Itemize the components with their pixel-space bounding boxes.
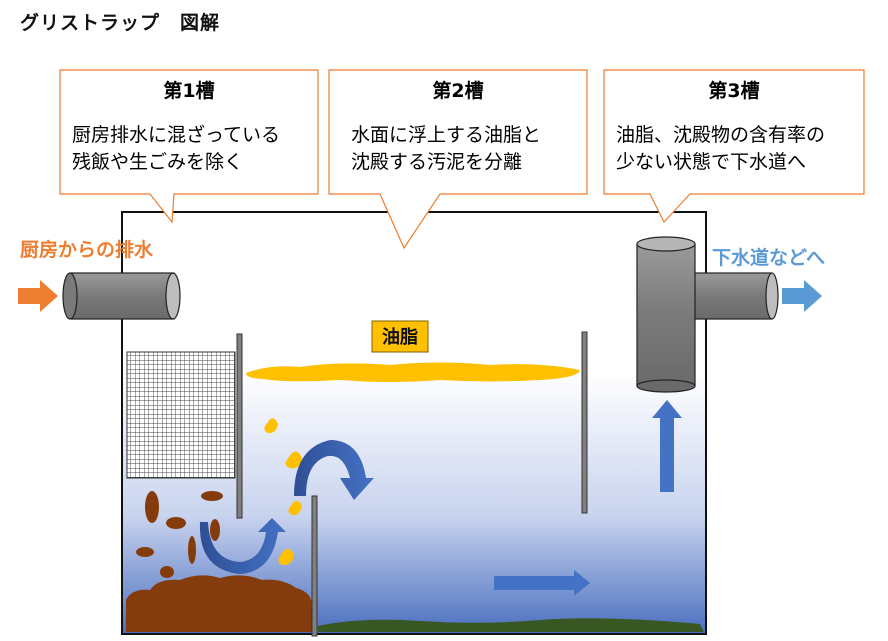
tank-body xyxy=(121,211,707,635)
callout-chamber-1: 第1槽 厨房排水に混ざっている 残飯や生ごみを除く xyxy=(59,69,319,224)
sediment-layer xyxy=(318,618,704,632)
debris-pile xyxy=(126,491,312,632)
inlet-pipe xyxy=(62,272,181,320)
baffle-wall-1 xyxy=(236,333,243,519)
page-title: グリストラップ 図解 xyxy=(20,12,221,34)
inlet-arrow xyxy=(18,280,58,312)
baffle-wall-3 xyxy=(581,331,588,514)
oil-droplets xyxy=(264,418,302,566)
callout-heading-2: 第2槽 xyxy=(432,79,483,102)
flow-arrows xyxy=(199,400,682,596)
callout-heading-3: 第3槽 xyxy=(708,79,759,102)
outlet-label: 下水道などへ xyxy=(712,246,825,269)
inlet-label: 厨房からの排水 xyxy=(20,238,154,261)
baffle-wall-2 xyxy=(311,495,318,637)
oil-layer xyxy=(246,362,580,382)
callout-line-2b: 沈殿する汚泥を分離 xyxy=(351,151,522,173)
callout-chamber-3: 第3槽 油脂、沈殿物の含有率の 少ない状態で下水道へ xyxy=(603,69,865,224)
callout-heading-1: 第1槽 xyxy=(163,79,214,102)
callout-line-2a: 水面に浮上する油脂と xyxy=(351,124,541,146)
callout-line-3b: 少ない状態で下水道へ xyxy=(616,151,806,173)
outlet-arrow xyxy=(782,280,822,312)
callout-chamber-2: 第2槽 水面に浮上する油脂と 沈殿する汚泥を分離 xyxy=(328,69,588,250)
callout-line-1b: 残飯や生ごみを除く xyxy=(72,151,243,173)
outlet-pipe xyxy=(636,236,779,393)
mesh-basket xyxy=(126,351,236,479)
oil-label: 油脂 xyxy=(382,326,418,348)
callout-line-3a: 油脂、沈殿物の含有率の xyxy=(616,124,825,146)
callout-line-1a: 厨房排水に混ざっている xyxy=(72,123,280,146)
oil-label-box xyxy=(371,320,429,353)
